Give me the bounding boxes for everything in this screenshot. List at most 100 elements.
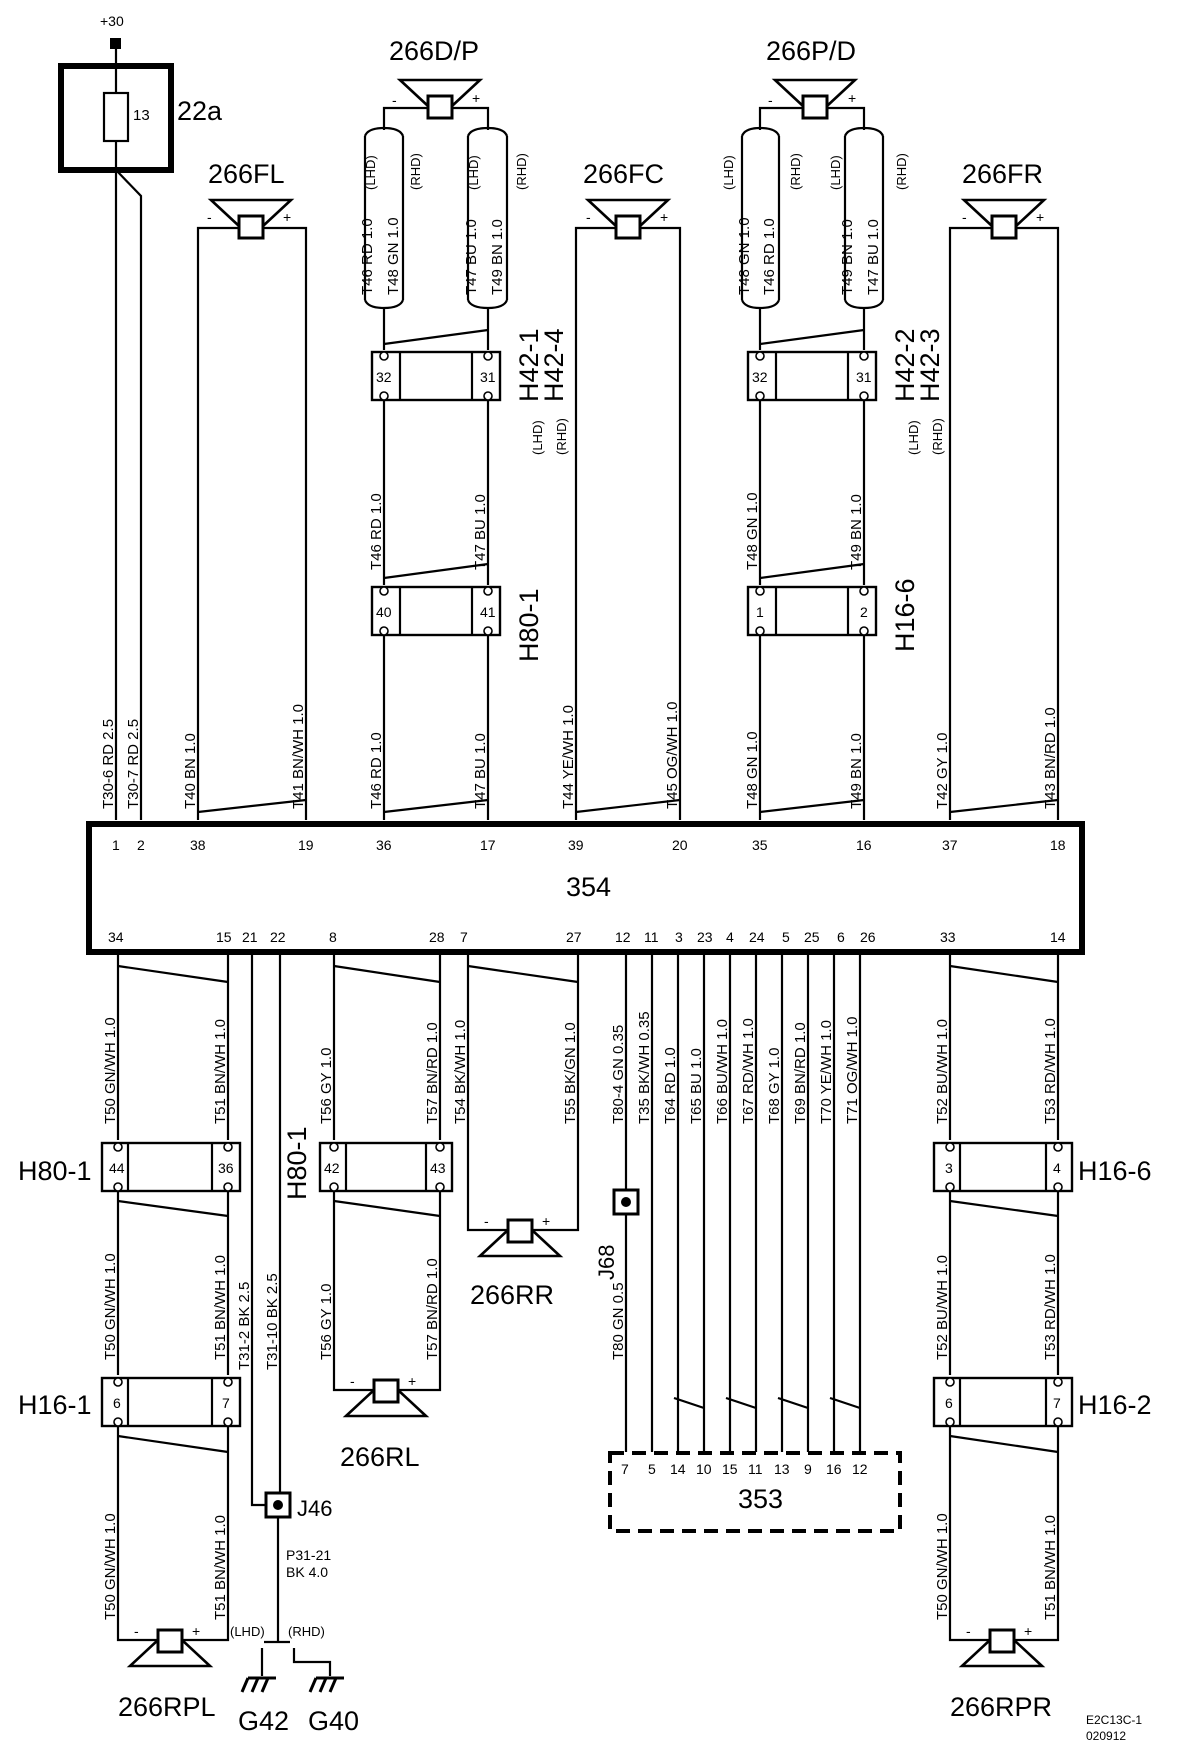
wire-t47: T47 BU 1.0	[472, 494, 489, 570]
pin: 14	[670, 1461, 686, 1477]
polarity-plus: +	[283, 209, 291, 225]
polarity-plus: +	[660, 209, 668, 225]
speaker-266rpr-label: 266RPR	[950, 1692, 1052, 1722]
wire-t41: T41 BN/WH 1.0	[290, 704, 307, 809]
pin-4: 4	[1053, 1160, 1061, 1176]
splice-j68	[612, 1188, 640, 1216]
pin: 15	[722, 1461, 738, 1477]
pin: 13	[774, 1461, 790, 1477]
wire-t70: T70 YE/WH 1.0	[818, 1020, 835, 1124]
pin: 5	[782, 929, 790, 945]
wire-dp-t48: T48 GN 1.0	[385, 217, 402, 295]
pin: 8	[329, 929, 337, 945]
fuse-13	[102, 91, 130, 143]
connector-h16-6-right-label: H16-6	[1078, 1156, 1152, 1186]
polarity-plus: +	[472, 90, 480, 106]
pin: 7	[460, 929, 468, 945]
connector-h80-1-top	[370, 585, 502, 637]
pin: 11	[748, 1461, 763, 1477]
wire-dp-t46: T46 RD 1.0	[359, 218, 376, 295]
wire-t71: T71 OG/WH 1.0	[844, 1016, 861, 1124]
speaker-266pd-icon	[773, 78, 857, 120]
connector-h16-2-label: H16-2	[1078, 1390, 1152, 1420]
variant-lhd: (LHD)	[530, 420, 545, 455]
wire-t50: T50 GN/WH 1.0	[102, 1513, 119, 1620]
polarity-minus: -	[207, 209, 212, 225]
supply-label: +30	[100, 13, 124, 29]
speaker-266rl-label: 266RL	[340, 1442, 420, 1472]
pin: 7	[621, 1461, 629, 1477]
connector-h80-1-right	[318, 1141, 454, 1193]
wire-t51: T51 BN/WH 1.0	[1042, 1515, 1059, 1620]
drawing-code: E2C13C-1	[1086, 1713, 1142, 1727]
wire-t35: T35 BK/WH 0.35	[636, 1011, 653, 1124]
pin-3: 3	[945, 1160, 953, 1176]
pin-7: 7	[1053, 1395, 1061, 1411]
polarity-plus: +	[192, 1623, 200, 1639]
speaker-266rr-label: 266RR	[470, 1280, 554, 1310]
pin: 37	[942, 837, 958, 853]
wire-t30-6: T30-6 RD 2.5	[100, 719, 117, 809]
speaker-266fc-icon	[586, 198, 670, 240]
pin: 6	[837, 929, 845, 945]
variant-rhd: (RHD)	[930, 418, 945, 455]
connector-h16-6-top	[746, 585, 878, 637]
pin-40: 40	[376, 604, 392, 620]
wire-t54: T54 BK/WH 1.0	[452, 1020, 469, 1124]
pin-32: 32	[376, 369, 392, 385]
wire-t56: T56 GY 1.0	[318, 1048, 335, 1124]
pin: 36	[376, 837, 392, 853]
pin: 12	[615, 929, 631, 945]
fuse-id: 22a	[177, 96, 223, 126]
pin: 11	[644, 929, 659, 945]
connector-h42-2-label: H42-2	[890, 328, 920, 402]
pin: 16	[826, 1461, 842, 1477]
connector-h80-1-left	[100, 1141, 242, 1193]
wire-t67: T67 RD/WH 1.0	[740, 1018, 757, 1124]
polarity-minus: -	[392, 92, 397, 108]
pin: 39	[568, 837, 584, 853]
pin-7: 7	[222, 1395, 230, 1411]
wire-t51: T51 BN/WH 1.0	[212, 1255, 229, 1360]
ground-g40-label: G40	[308, 1706, 359, 1736]
wire-t31-10: T31-10 BK 2.5	[264, 1273, 281, 1370]
pin: 12	[852, 1461, 868, 1477]
wire-t43: T43 BN/RD 1.0	[1042, 707, 1059, 809]
pin-31: 31	[856, 369, 872, 385]
pin-41: 41	[480, 604, 496, 620]
wire-t65: T65 BU 1.0	[688, 1048, 705, 1124]
wire-t80: T80 GN 0.5	[610, 1282, 627, 1360]
pin-44: 44	[109, 1160, 125, 1176]
wire-dp-t49: T49 BN 1.0	[489, 219, 506, 295]
pin-6: 6	[113, 1395, 121, 1411]
pin: 28	[429, 929, 445, 945]
pin: 24	[749, 929, 765, 945]
wire-t52: T52 BU/WH 1.0	[934, 1255, 951, 1360]
variant-rhd: (RHD)	[408, 153, 423, 190]
pin: 10	[696, 1461, 712, 1477]
connector-h16-6-label: H16-6	[890, 578, 920, 652]
speaker-266fr-icon	[962, 198, 1046, 240]
wire-t80-4: T80-4 GN 0.35	[610, 1025, 627, 1124]
variant-rhd: (RHD)	[554, 418, 569, 455]
speaker-266fc-label: 266FC	[583, 159, 664, 189]
connector-h16-6-right	[932, 1141, 1074, 1193]
polarity-minus: -	[768, 92, 773, 108]
wire-t50: T50 GN/WH 1.0	[102, 1017, 119, 1124]
wire-t45: T45 OG/WH 1.0	[664, 701, 681, 809]
pin-36: 36	[218, 1160, 234, 1176]
connector-h16-1	[100, 1376, 242, 1428]
wire-pd-t47: T47 BU 1.0	[865, 219, 882, 295]
ground-g42-icon	[240, 1676, 278, 1694]
pin: 5	[648, 1461, 656, 1477]
wire-t44: T44 YE/WH 1.0	[560, 705, 577, 809]
pin: 16	[856, 837, 872, 853]
wire-t57: T57 BN/RD 1.0	[424, 1258, 441, 1360]
polarity-minus: -	[586, 209, 591, 225]
pin: 1	[112, 837, 120, 853]
wire-t31-2: T31-2 BK 2.5	[236, 1282, 253, 1370]
pin-2: 2	[860, 604, 868, 620]
pin: 2	[137, 837, 145, 853]
connector-h42-2	[746, 350, 878, 402]
variant-lhd: (LHD)	[363, 155, 378, 190]
